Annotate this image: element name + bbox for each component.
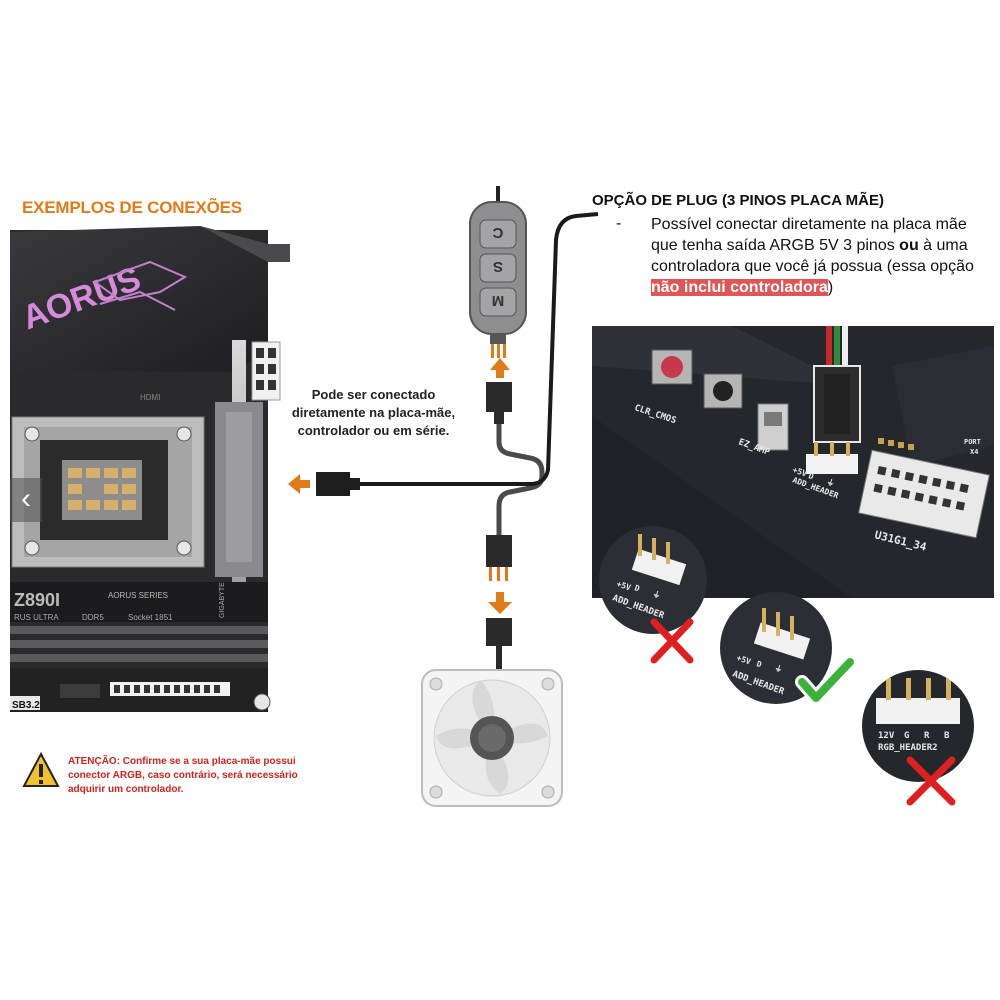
connection-note: Pode ser conectado diretamente na placa-… bbox=[291, 387, 456, 438]
x4-label: X4 bbox=[970, 448, 978, 456]
rgb-fan bbox=[421, 669, 563, 807]
example-add-header-correct: +5V D ⏚ ADD_HEADER bbox=[720, 592, 857, 705]
bullet-dash: - bbox=[616, 215, 622, 232]
controller-button-m: M bbox=[492, 292, 505, 309]
no-controller-highlight: não inclui controladora bbox=[651, 279, 828, 296]
board-series-label: AORUS SERIES bbox=[108, 591, 168, 600]
cable-diagram: C S M bbox=[288, 186, 599, 807]
example1-pin-d: D bbox=[633, 583, 641, 593]
board-model-label: Z890I bbox=[14, 590, 60, 610]
example3-label: RGB_HEADER2 bbox=[878, 743, 938, 753]
check-icon bbox=[795, 655, 857, 705]
controller-button-c: C bbox=[492, 224, 503, 241]
port-label: PORT bbox=[964, 438, 981, 446]
example2-pin-5v: +5V bbox=[735, 653, 752, 666]
example-add-header-wrong: +5V D ⏚ ADD_HEADER bbox=[599, 526, 707, 664]
example3-pin-12v: 12V bbox=[878, 731, 895, 741]
example3-pin-b: B bbox=[944, 731, 950, 741]
description-end: ) bbox=[827, 279, 834, 296]
example3-pin-r: R bbox=[924, 731, 930, 741]
motherboard-header-photo: CLR_CMOS EZ_AMP +5V D ⏚ ADD_HEADER U31G1… bbox=[592, 326, 994, 598]
example1-pin-gnd: ⏚ bbox=[651, 589, 661, 600]
controller-button-s: S bbox=[493, 258, 503, 275]
header-pin-gnd: ⏚ bbox=[825, 477, 835, 488]
cross-icon bbox=[906, 756, 956, 806]
argb-controller: C S M bbox=[469, 201, 527, 358]
warning-icon bbox=[22, 752, 60, 787]
board-sub-label: RUS ULTRA bbox=[14, 613, 59, 622]
section-title: EXEMPLOS DE CONEXÕES bbox=[22, 198, 242, 217]
example-rgb-header-wrong: 12V G R B RGB_HEADER2 bbox=[862, 670, 974, 806]
example2-pin-gnd: ⏚ bbox=[773, 663, 783, 674]
header-pin-d: D bbox=[807, 471, 815, 481]
board-ddr-label: DDR5 bbox=[82, 613, 104, 622]
board-maker-label: GIGABYTE bbox=[219, 582, 226, 618]
description-part-2: à uma controladora que você já possua (e… bbox=[651, 237, 974, 275]
example1-pin-5v: +5V bbox=[615, 579, 632, 592]
description-bold-ou: ou bbox=[899, 237, 919, 254]
header-pin-5v: +5V bbox=[791, 465, 808, 478]
cross-icon bbox=[650, 618, 694, 664]
example2-pin-d: D bbox=[755, 659, 763, 669]
arrow-left-icon bbox=[288, 474, 310, 494]
description-part-1: Possível conectar diretamente na placa m… bbox=[651, 216, 967, 254]
board-socket-label: Socket 1851 bbox=[128, 613, 173, 622]
warning-text: ATENÇÃO: Confirme se a sua placa-mãe pos… bbox=[68, 756, 298, 795]
plug-option-title: OPÇÃO DE PLUG (3 PINOS PLACA MÃE) bbox=[592, 192, 884, 209]
motherboard-illustration: AORUS HDMI Z890I AORUS SERIES RUS ULTRA … bbox=[10, 226, 290, 712]
arrow-up-icon bbox=[490, 358, 510, 378]
chevron-left-icon: ‹ bbox=[21, 482, 31, 515]
plug-option-description: Possível conectar diretamente na placa m… bbox=[651, 214, 996, 298]
board-usb-label: SB3.2 bbox=[12, 700, 40, 711]
board-hdmi-label: HDMI bbox=[140, 393, 160, 402]
example3-pin-g: G bbox=[904, 731, 909, 741]
arrow-down-icon bbox=[488, 592, 512, 614]
prev-slide-button[interactable]: ‹ bbox=[10, 478, 42, 522]
